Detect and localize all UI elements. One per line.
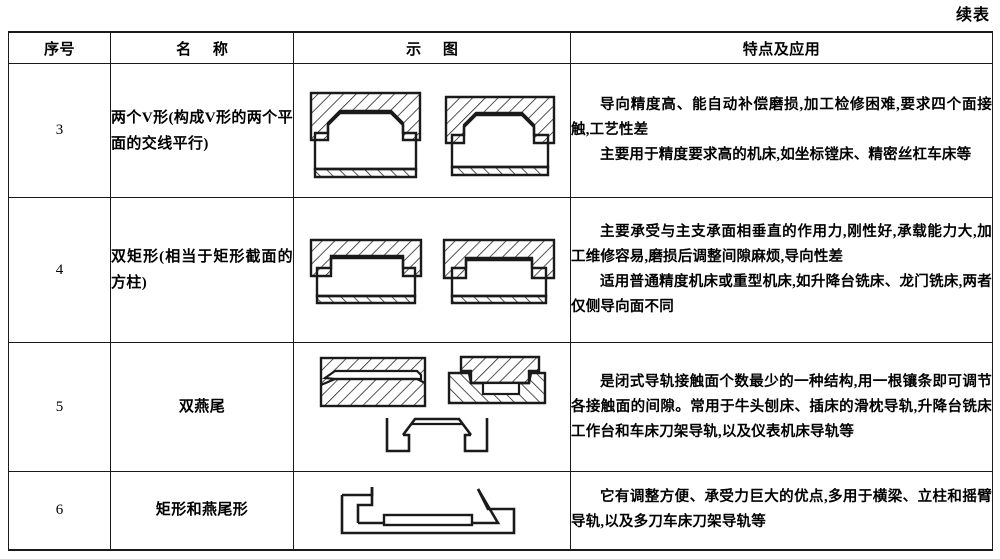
header-label-figure: 示 图 — [406, 41, 467, 58]
row-name-cell: 两个V形(构成V形的两个平面的交线平行) — [110, 63, 294, 198]
double-rectangular-guideway-diagram — [294, 234, 570, 306]
header-cell-figure: 示 图 — [293, 31, 571, 64]
double-dovetail-guideway-diagram — [294, 353, 570, 461]
row-number-cell: 4 — [8, 197, 111, 343]
rect-form-figure-left — [309, 238, 423, 305]
row-name-cell: 双矩形(相当于矩形截面的方柱) — [110, 197, 294, 343]
row-name-cell: 双燕尾 — [110, 342, 294, 472]
header-cell-name: 名 称 — [110, 31, 294, 64]
description-paragraph: 主要用于精度要求高的机床,如坐标镗床、精密丝杠车床等 — [600, 147, 972, 163]
machine-tool-guideway-table: 序号 名 称 示 图 特点及应用 3 两个V形(构成V形的两个平面的交线平行) — [8, 31, 993, 551]
v-form-figure-right — [444, 95, 556, 176]
two-v-form-guideway-diagram — [294, 83, 570, 179]
row-number-cell: 6 — [8, 471, 111, 551]
table-row: 6 矩形和燕尾形 它有调整方便、承受力巨大的优点,多用于横梁、立 — [8, 471, 993, 551]
row-number-cell: 5 — [8, 342, 111, 472]
row-description-cell: 它有调整方便、承受力巨大的优点,多用于横梁、立柱和摇臂导轨,以及多刀车床刀架导轨… — [570, 471, 993, 551]
rectangular-and-dovetail-guideway-diagram — [294, 479, 570, 541]
header-cell-description: 特点及应用 — [570, 31, 993, 64]
description-paragraph: 它有调整方便、承受力巨大的优点,多用于横梁、立柱和摇臂导轨,以及多刀车床刀架导轨… — [571, 489, 992, 531]
rect-form-figure-right — [442, 238, 556, 305]
table-row: 5 双燕尾 — [8, 342, 993, 472]
row-description-cell: 主要承受与主支承面相垂直的作用力,刚性好,承载能力大,加工维修容易,磨损后调整间… — [570, 197, 993, 343]
table-row: 3 两个V形(构成V形的两个平面的交线平行) — [8, 63, 993, 198]
description-paragraph: 适用普通精度机床或重型机床,如升降台铣床、龙门铣床,两者仅侧导向面不同 — [571, 274, 992, 315]
row-name-cell: 矩形和燕尾形 — [110, 471, 294, 551]
description-paragraph: 是闭式导轨接触面个数最少的一种结构,用一根镶条即可调节各接触面的间隙。常用于牛头… — [571, 373, 992, 440]
table-row: 4 双矩形(相当于矩形截面的方柱) — [8, 197, 993, 343]
dovetail-hatched-row — [313, 353, 551, 411]
rect-dovetail-figure — [340, 487, 516, 535]
row-description-cell: 是闭式导轨接触面个数最少的一种结构,用一根镶条即可调节各接触面的间隙。常用于牛头… — [570, 342, 993, 472]
row-figure-cell — [293, 197, 571, 343]
row-number-cell: 3 — [8, 63, 111, 198]
header-cell-no: 序号 — [8, 31, 111, 64]
row-description-cell: 导向精度高、能自动补偿磨损,加工检修困难,要求四个面接触,工艺性差 主要用于精度… — [570, 63, 993, 198]
dovetail-figure-hatched-right — [447, 355, 547, 405]
v-form-figure-left — [309, 91, 422, 178]
dovetail-figure-hatched-left — [319, 356, 427, 408]
description-paragraph: 导向精度高、能自动补偿磨损,加工检修困难,要求四个面接触,工艺性差 — [571, 97, 992, 138]
row-figure-cell — [293, 63, 571, 198]
row-figure-cell — [293, 471, 571, 551]
row-figure-cell — [293, 342, 571, 472]
description-paragraph: 主要承受与主支承面相垂直的作用力,刚性好,承载能力大,加工维修容易,磨损后调整间… — [571, 224, 992, 265]
table-header-row: 序号 名 称 示 图 特点及应用 — [8, 31, 993, 64]
dovetail-figure-outline — [385, 417, 489, 453]
continued-table-label: 续表 — [955, 7, 990, 24]
header-label-name: 名 称 — [176, 41, 237, 58]
